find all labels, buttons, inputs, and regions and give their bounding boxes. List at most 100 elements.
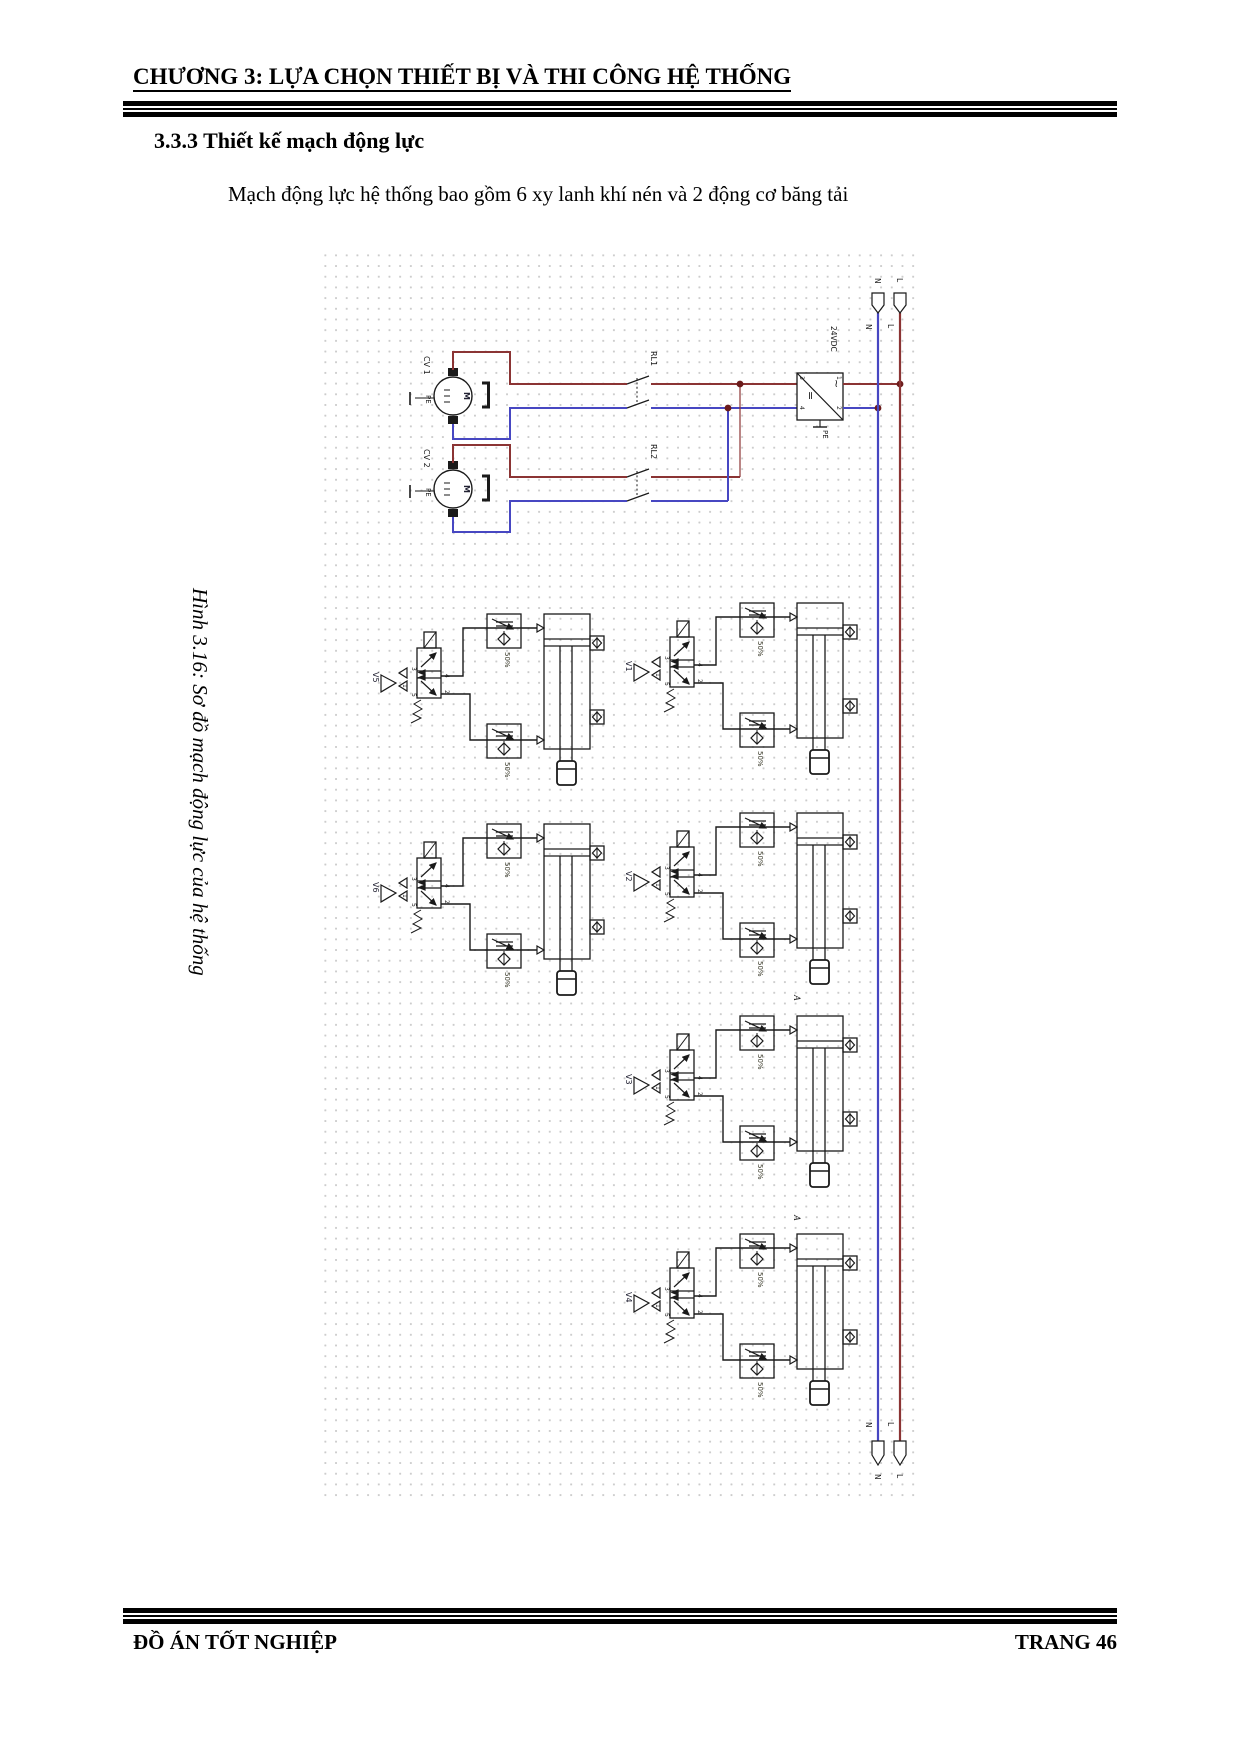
flow-control-valve: 50% [486,613,522,668]
svg-text:1: 1 [835,376,842,380]
svg-text:50%: 50% [756,751,764,767]
svg-text:L: L [895,278,904,283]
svg-text:N: N [864,324,873,330]
svg-text:4: 4 [696,1076,703,1080]
chapter-header-text: CHƯƠNG 3: LỰA CHỌN THIẾT BỊ VÀ THI CÔNG … [133,64,792,92]
pneumatic-cylinder [789,812,858,985]
body-paragraph: Mạch động lực hệ thống bao gồm 6 xy lanh… [228,182,849,206]
footer-project-title: ĐỒ ÁN TỐT NGHIỆP [133,1630,338,1654]
svg-text:~: ~ [830,379,843,388]
svg-text:2: 2 [835,406,842,410]
svg-text:V4: V4 [624,1292,633,1303]
flow-control-valve: 50% [739,1233,775,1288]
svg-text:RL2: RL2 [649,444,658,459]
svg-text:CV 1: CV 1 [422,356,431,375]
svg-text:50%: 50% [756,1054,764,1070]
svg-text:2: 2 [443,900,450,904]
svg-text:L: L [895,1474,904,1479]
svg-text:50%: 50% [503,862,511,878]
svg-text:5: 5 [663,1313,670,1317]
flow-control-valve: 50% [486,823,522,878]
svg-text:N: N [873,278,882,284]
svg-text:N: N [873,1474,882,1480]
svg-text:50%: 50% [503,652,511,668]
svg-text:PE: PE [424,395,432,404]
svg-text:M: M [462,392,471,400]
svg-text:3: 3 [663,1287,670,1291]
power-supply-24vdc: ~ = 3 4 1 2PE 24VDC [796,326,904,439]
flow-control-valve: 50% [739,812,775,867]
svg-text:L: L [886,1422,895,1427]
svg-text:CV 2: CV 2 [422,449,431,468]
svg-text:1: 1 [654,1086,661,1090]
svg-text:2: 2 [696,889,703,893]
svg-text:3: 3 [663,1069,670,1073]
power-wires [651,380,797,502]
pneumatic-cylinder [536,823,605,996]
svg-text:V2: V2 [624,871,633,882]
svg-text:3: 3 [663,656,670,660]
svg-text:5: 5 [663,1095,670,1099]
svg-text:PE: PE [821,430,829,439]
svg-text:2: 2 [696,1092,703,1096]
flow-control-valve: 50% [739,1343,775,1398]
flow-control-valve: 50% [739,1125,775,1180]
footer-separator [123,1608,1117,1624]
svg-text:50%: 50% [503,972,511,988]
svg-text:50%: 50% [756,1272,764,1288]
svg-text:1: 1 [654,673,661,677]
section-heading: 3.3.3 Thiết kế mạch động lực [154,128,425,153]
svg-text:A: A [792,994,802,1001]
svg-text:50%: 50% [756,961,764,977]
svg-text:50%: 50% [756,851,764,867]
pneumatic-cylinder [789,1015,858,1188]
svg-text:5: 5 [663,682,670,686]
svg-text:PE: PE [424,488,432,497]
cylinder-tags: AA [792,994,802,1221]
svg-text:1: 1 [654,883,661,887]
svg-text:5: 5 [663,892,670,896]
svg-text:4: 4 [443,674,450,678]
schematic-grid-background [320,250,920,1500]
pneumatic-cylinder [536,613,605,786]
svg-text:3: 3 [410,877,417,881]
svg-text:3: 3 [798,376,805,380]
svg-text:4: 4 [798,406,805,410]
svg-text:V6: V6 [371,882,380,893]
flow-control-valve: 50% [739,602,775,657]
svg-text:1: 1 [401,894,408,898]
flow-control-valve: 50% [739,922,775,977]
header-separator [123,101,1117,117]
figure-caption: Hình 3.16: Sơ đồ mạch động lực của hệ th… [188,588,212,976]
flow-control-valve: 50% [486,723,522,778]
svg-text:1: 1 [654,1304,661,1308]
svg-text:50%: 50% [756,1164,764,1180]
pneumatic-cylinder [789,602,858,775]
svg-text:50%: 50% [503,762,511,778]
svg-text:A: A [792,1214,802,1221]
svg-text:4: 4 [696,663,703,667]
chapter-header: CHƯƠNG 3: LỰA CHỌN THIẾT BỊ VÀ THI CÔNG … [133,64,792,92]
svg-text:24VDC: 24VDC [829,326,838,352]
svg-text:5: 5 [410,903,417,907]
flow-control-valve: 50% [739,712,775,767]
svg-text:=: = [804,391,817,400]
svg-text:5: 5 [410,693,417,697]
svg-text:2: 2 [696,679,703,683]
svg-text:3: 3 [663,866,670,870]
